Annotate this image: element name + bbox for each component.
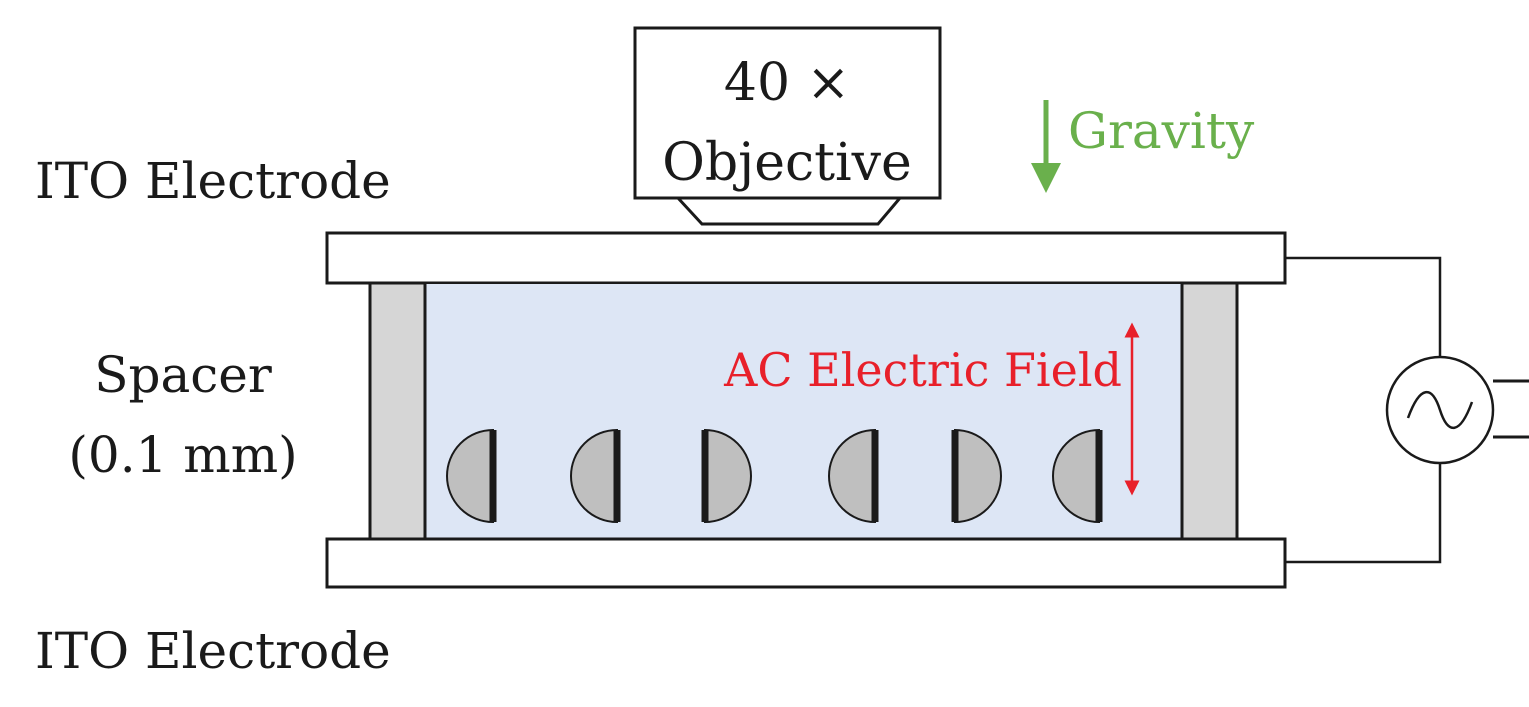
left-spacer: [368, 281, 427, 541]
field-label: AC Electric Field: [723, 343, 1122, 397]
janus-particle-body: [954, 428, 1002, 524]
ac-source-icon: [1385, 355, 1529, 465]
top-electrode: [325, 231, 1287, 285]
janus-particle-body: [704, 428, 752, 524]
objective-body: [633, 26, 942, 200]
field-indicator: AC Electric Field: [723, 322, 1140, 496]
janus-particles: [446, 428, 1103, 524]
bottom-wire: [1285, 462, 1442, 564]
objective-lens: 40 × Objective: [633, 26, 942, 226]
top-wire: [1285, 256, 1442, 358]
spacer-label: Spacer: [94, 346, 272, 404]
janus-particle-body: [828, 428, 876, 524]
janus-particle-body: [1052, 428, 1100, 524]
bottom-electrode: [325, 537, 1287, 589]
janus-particle: [951, 428, 1002, 524]
janus-particle: [701, 428, 752, 524]
janus-particle: [570, 428, 621, 524]
objective-magnification: 40 ×: [724, 53, 850, 113]
janus-particle-body: [446, 428, 494, 524]
janus-particle-body: [570, 428, 618, 524]
right-spacer: [1180, 281, 1239, 541]
janus-particle: [1052, 428, 1103, 524]
objective-tip: [674, 196, 904, 226]
janus-particle: [828, 428, 879, 524]
circuit-wiring: [1285, 256, 1442, 564]
spacer-thickness-label: (0.1 mm): [68, 426, 297, 484]
gravity-indicator: Gravity: [1031, 100, 1255, 193]
janus-particle: [446, 428, 497, 524]
top-electrode-label: ITO Electrode: [35, 152, 391, 210]
bottom-electrode-label: ITO Electrode: [35, 622, 391, 680]
fluid-chamber: [424, 282, 1183, 540]
objective-label: Objective: [662, 133, 912, 193]
gravity-label: Gravity: [1068, 102, 1255, 160]
ac-source-wave: [1406, 390, 1474, 430]
